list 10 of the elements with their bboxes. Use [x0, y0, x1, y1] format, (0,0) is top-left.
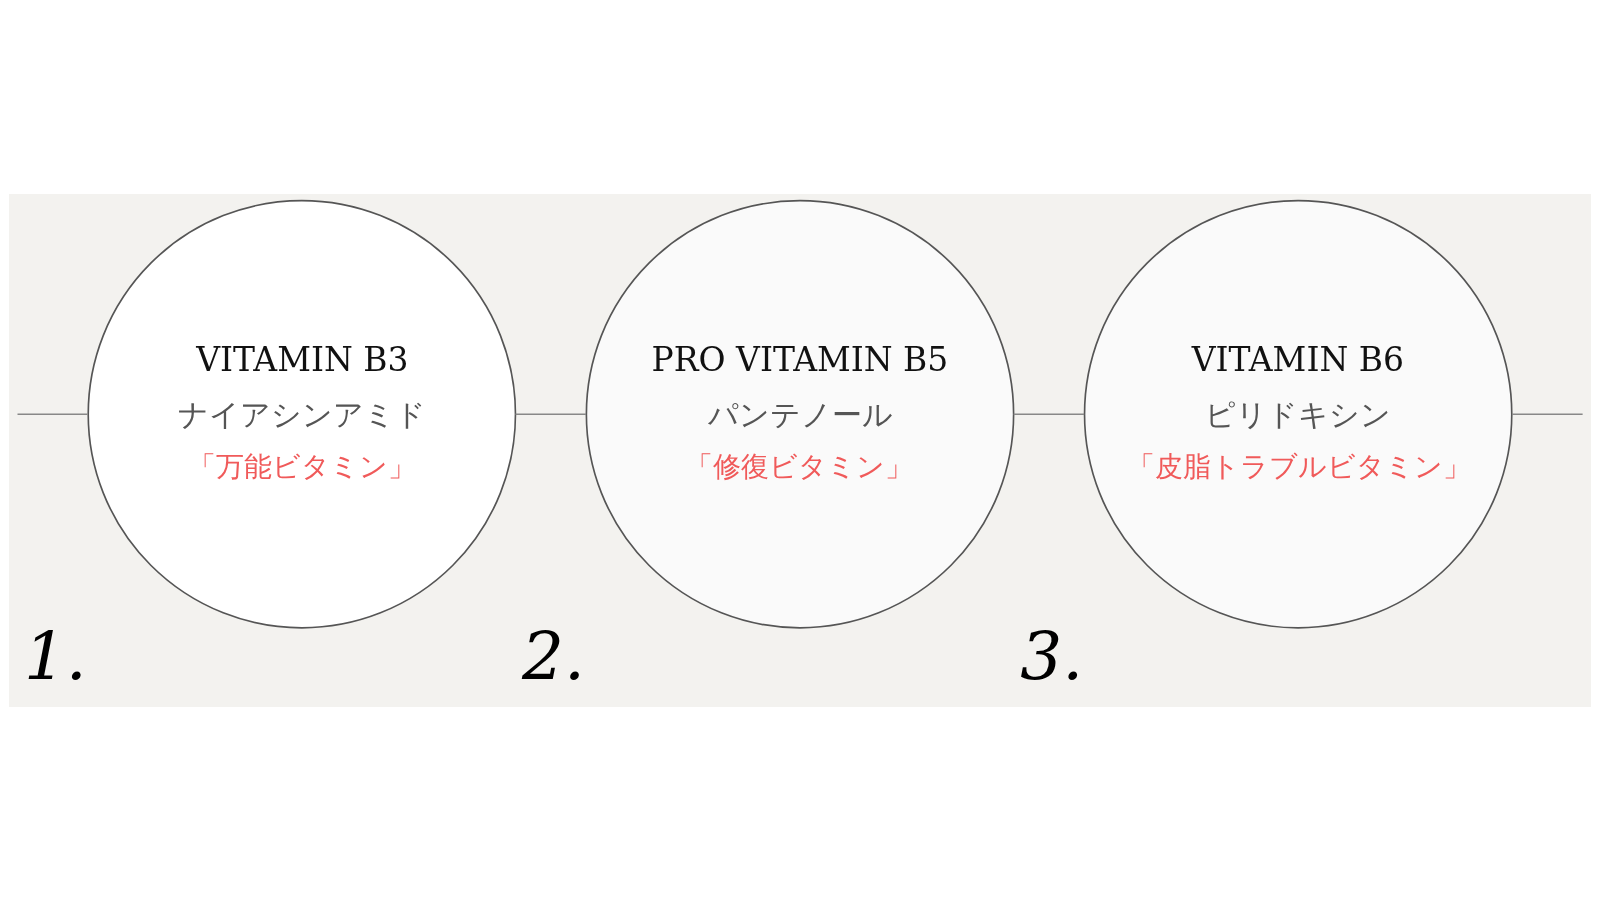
node-label: 3. [1020, 617, 1084, 695]
connector [1012, 412, 1085, 415]
node-circle: VITAMIN B6 ピリドキシン 「皮脂トラブルビタミン」 [1083, 199, 1513, 629]
node-label: 2. [522, 617, 586, 695]
node-circle: PRO VITAMIN B5 パンテノール 「修復ビタミン」 [585, 199, 1015, 629]
connector [1511, 412, 1584, 415]
connector [16, 412, 89, 415]
node-circle: VITAMIN B3 ナイアシンアミド 「万能ビタミン」 [87, 199, 517, 629]
node-label: 1. [23, 617, 87, 695]
connector [514, 412, 587, 415]
